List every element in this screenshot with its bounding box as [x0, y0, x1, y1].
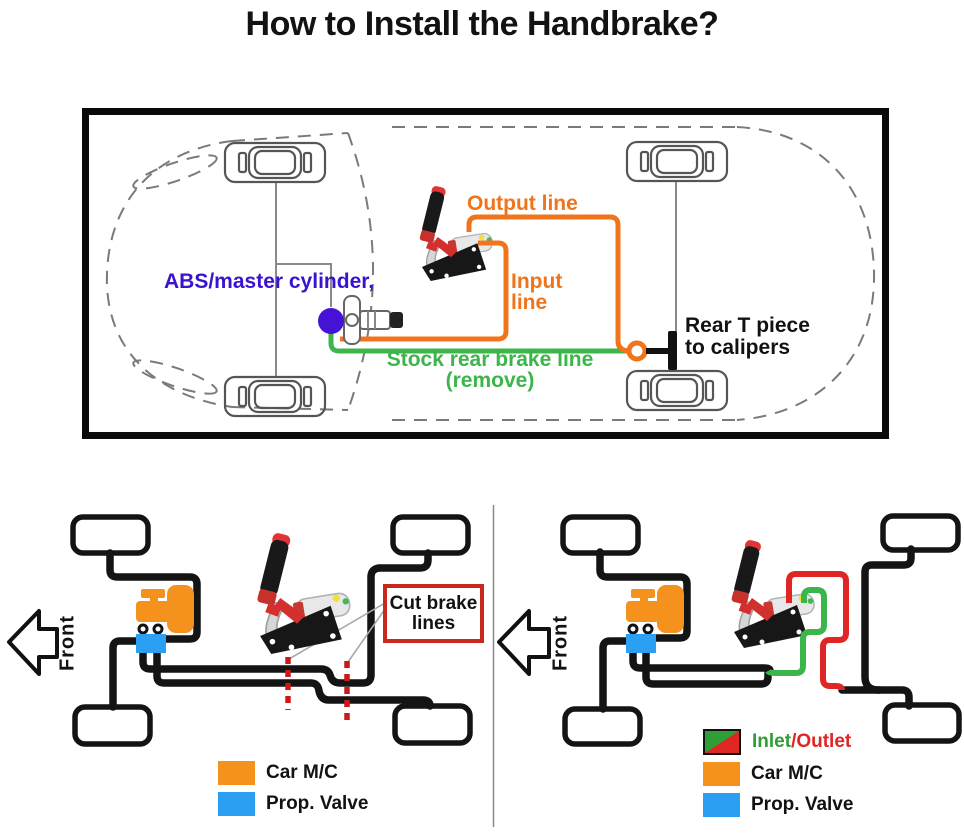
brake-lines	[106, 549, 434, 711]
wheel	[72, 704, 153, 747]
legend-right: Inlet/Outlet Car M/C Prop. Valve	[703, 729, 853, 817]
bottom-right-diagram	[497, 513, 962, 747]
wheel	[390, 514, 471, 556]
handbrake-illustration	[255, 531, 352, 655]
legend-label: Inlet/Outlet	[752, 731, 851, 753]
mc-port	[152, 623, 164, 635]
wheel	[392, 703, 473, 746]
page-title: How to Install the Handbrake?	[245, 5, 719, 43]
front-label-right: Front	[549, 614, 572, 672]
car-mc	[626, 585, 684, 633]
car-mc	[136, 585, 194, 633]
inlet-line	[765, 587, 827, 676]
mc-port	[627, 623, 639, 635]
rear-t-piece-label: Rear T piece	[685, 314, 810, 337]
brake-lines	[596, 545, 915, 713]
cut-brake-lines-callout: Cut brake lines	[383, 584, 484, 643]
cut-marks	[285, 657, 350, 723]
prop-valve-swatch	[703, 793, 740, 817]
car-mc-swatch	[703, 762, 740, 786]
legend-row-prop-valve: Prop. Valve	[218, 792, 368, 816]
abs-master-cylinder-label: ABS/master cylinder,	[164, 270, 375, 293]
stock-rear-brake-line	[328, 333, 629, 354]
legend-label: Car M/C	[266, 762, 338, 783]
car-outline	[105, 126, 876, 421]
wheel	[70, 514, 151, 556]
legend-label: Prop. Valve	[266, 793, 369, 814]
top-diagram	[82, 108, 889, 439]
input-line	[340, 240, 509, 342]
prop-valve	[626, 634, 656, 653]
car-mc-swatch	[218, 761, 255, 785]
wheel	[562, 706, 643, 747]
output-line-label: Output line	[467, 192, 578, 215]
front-arrow-icon	[497, 609, 551, 676]
headlight-outline	[132, 154, 218, 190]
output-line	[466, 214, 629, 354]
legend-label: Prop. Valve	[751, 794, 854, 815]
inlet-text: Inlet	[752, 731, 792, 752]
input-line-label: line	[511, 291, 548, 314]
wheel	[880, 513, 961, 553]
mc-port	[137, 623, 149, 635]
rear-t-piece-label: to calipers	[685, 336, 791, 359]
bottom-left-diagram	[7, 514, 473, 747]
headlight-outline	[132, 359, 218, 395]
wheel	[560, 514, 641, 556]
wheels	[560, 513, 962, 747]
outlet-text: Outlet	[796, 731, 852, 752]
separator-text: /	[791, 731, 797, 752]
outlet-line	[786, 571, 849, 691]
abs-node-dot	[318, 308, 344, 334]
wheels	[70, 514, 473, 747]
line-union-ring	[626, 340, 648, 362]
cut-brake-lines-text: Cut brake	[389, 592, 478, 614]
input-line-label: Input	[511, 270, 563, 293]
prop-valve-swatch	[218, 792, 255, 816]
legend-label: Car M/C	[751, 763, 823, 784]
front-arrow-icon	[7, 609, 59, 676]
stock-line-label: Stock rear brake line	[386, 348, 594, 371]
top-diagram-frame	[82, 108, 889, 439]
legend-row-prop-valve: Prop. Valve	[703, 793, 853, 817]
stock-line-label: (remove)	[445, 369, 535, 392]
wheel	[882, 702, 962, 744]
legend-left: Car M/C Prop. Valve	[218, 761, 368, 816]
prop-valve	[136, 634, 166, 653]
t-piece-stem	[668, 331, 677, 370]
cut-brake-lines-text: lines	[411, 612, 456, 634]
inlet-outlet-swatch	[703, 729, 741, 755]
front-label-left: Front	[56, 614, 79, 672]
mc-port	[642, 623, 654, 635]
legend-row-car-mc: Car M/C	[703, 762, 853, 786]
legend-row-inlet-outlet: Inlet/Outlet	[703, 729, 853, 755]
legend-row-car-mc: Car M/C	[218, 761, 368, 785]
master-cylinder-drawing	[343, 295, 403, 345]
